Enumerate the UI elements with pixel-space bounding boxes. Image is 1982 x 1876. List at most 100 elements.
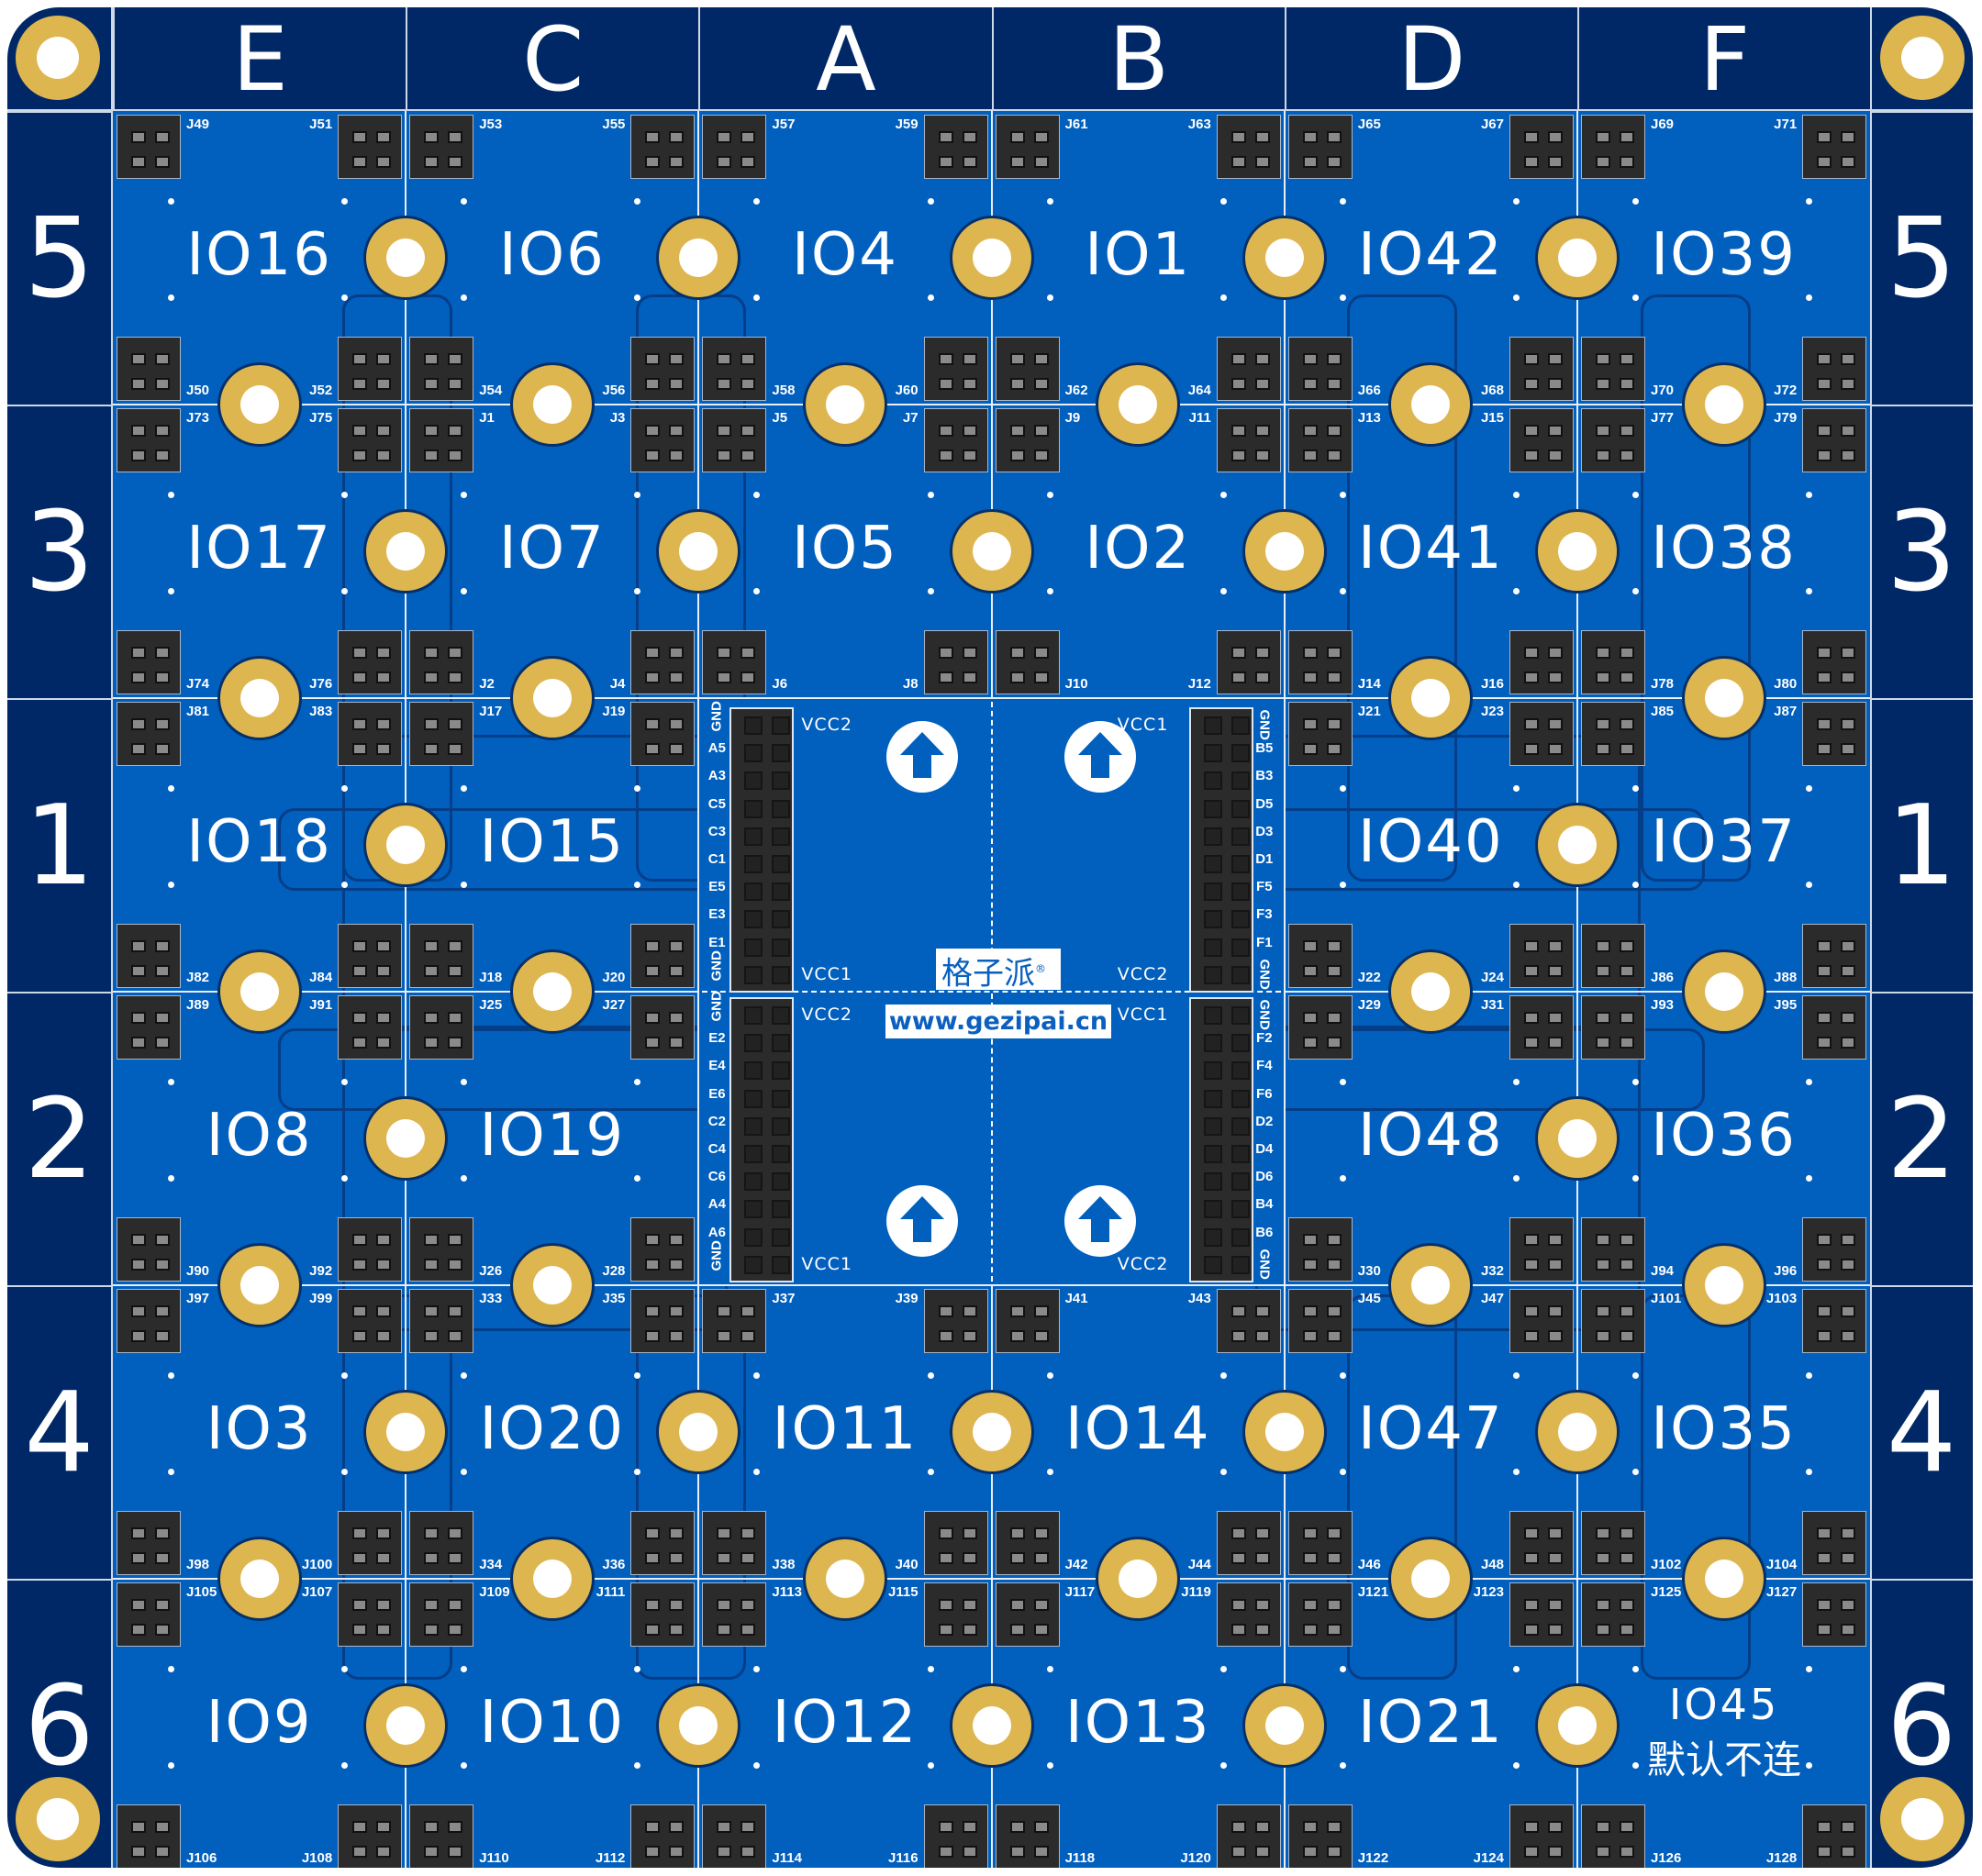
pin-socket [1230, 910, 1250, 929]
pin-socket [744, 1145, 763, 1163]
pin-pad [1524, 1037, 1539, 1049]
header-pin-label: C6 [707, 1169, 726, 1185]
pin-pad [1230, 131, 1246, 143]
gold-pad [1681, 1243, 1766, 1327]
pin-pad [448, 1599, 463, 1611]
pin-pad [740, 1527, 756, 1539]
pin-pad [448, 1527, 463, 1539]
pin-pad [1033, 450, 1049, 461]
pin-pad [1033, 1624, 1049, 1636]
grid-line [113, 404, 1870, 405]
pin-pad [1817, 1037, 1832, 1049]
pin-header-2x2 [1581, 702, 1645, 766]
pin-pad [962, 1527, 977, 1539]
pin-header-2x2 [1581, 115, 1645, 179]
pin-pad [1817, 743, 1832, 755]
pin-pad [962, 425, 977, 437]
pin-pad [1596, 1846, 1610, 1858]
power-label: VCC1 [801, 1254, 853, 1274]
pin-pad [962, 1305, 977, 1317]
io-label: IO6 [498, 221, 606, 289]
header-pin-label: F2 [1256, 1030, 1273, 1047]
via [168, 198, 174, 205]
row-header-5-left: 5 [7, 111, 111, 405]
pin-socket [744, 1172, 763, 1192]
pin-pad [717, 1527, 732, 1539]
pin-pad [1596, 1234, 1610, 1246]
pin-pad [1524, 1234, 1539, 1246]
pin-pad [352, 672, 368, 683]
pin-pad [1548, 1012, 1563, 1024]
connector-label: J115 [888, 1584, 919, 1600]
pin-header-2x2 [409, 337, 474, 401]
gold-pad [217, 949, 302, 1034]
pin-header-2x2 [1509, 1289, 1574, 1353]
connector-label: J66 [1357, 383, 1381, 398]
pin-pad [1033, 131, 1049, 143]
pin-pad [1326, 1552, 1342, 1564]
connector-label: J107 [301, 1584, 333, 1600]
connector-label: J82 [186, 970, 210, 985]
gold-pad [509, 362, 595, 447]
pin-pad [717, 131, 732, 143]
pin-pad [1596, 1599, 1610, 1611]
pin-pad [1817, 1012, 1832, 1024]
power-label: VCC2 [801, 1005, 853, 1025]
pin-pad [376, 1234, 392, 1246]
row-header-4-right: 4 [1870, 1285, 1973, 1579]
pin-pad [1548, 1821, 1563, 1833]
pin-pad [1009, 131, 1025, 143]
pin-pad [424, 1012, 440, 1024]
pin-socket [744, 1227, 763, 1247]
connector-label: J20 [602, 970, 626, 985]
pin-pad [1620, 425, 1634, 437]
pin-pad [1817, 1821, 1832, 1833]
pin-pad [1596, 743, 1610, 755]
gold-pad [1242, 1390, 1327, 1474]
pin-pad [1841, 718, 1856, 730]
pin-pad [645, 1259, 661, 1271]
gold-pad [1388, 1243, 1474, 1327]
io-label: IO9 [206, 1689, 313, 1757]
pin-pad [448, 1259, 463, 1271]
via [927, 1762, 934, 1769]
pin-socket [1203, 1061, 1222, 1081]
gold-pad [1388, 656, 1474, 740]
via [461, 785, 468, 792]
up-arrow-icon [886, 721, 959, 793]
gold-pad [1242, 1683, 1327, 1768]
pin-pad [645, 450, 661, 461]
pin-pad [1230, 647, 1246, 659]
via [634, 882, 641, 888]
pin-pad [1841, 965, 1856, 977]
pin-pad [1548, 1037, 1563, 1049]
pin-pad [1817, 965, 1832, 977]
via [634, 1079, 641, 1085]
via [341, 294, 349, 301]
connector-label: J44 [1187, 1557, 1211, 1572]
connector-label: J5 [772, 410, 788, 426]
via [1219, 198, 1227, 205]
io-label: IO21 [1358, 1689, 1504, 1757]
connector-label: J122 [1357, 1850, 1389, 1866]
pin-pad [448, 1037, 463, 1049]
pin-pad [1230, 672, 1246, 683]
pin-pad [1524, 1012, 1539, 1024]
pin-pad [1230, 378, 1246, 390]
pin-pad [1596, 1037, 1610, 1049]
pin-pad [1009, 353, 1025, 365]
pin-pad [1033, 672, 1049, 683]
header-pin-label: D2 [1255, 1113, 1274, 1129]
pin-pad [352, 378, 368, 390]
connector-label: J51 [309, 117, 333, 132]
pin-pad [448, 450, 463, 461]
copper-trace [1347, 1294, 1457, 1680]
pin-pad [1596, 378, 1610, 390]
pin-pad [448, 647, 463, 659]
pin-socket [1230, 1061, 1250, 1081]
pin-socket [772, 1006, 791, 1025]
via [1632, 785, 1639, 792]
connector-label: J39 [895, 1291, 919, 1306]
pin-pad [1548, 131, 1563, 143]
pin-pad [448, 1234, 463, 1246]
